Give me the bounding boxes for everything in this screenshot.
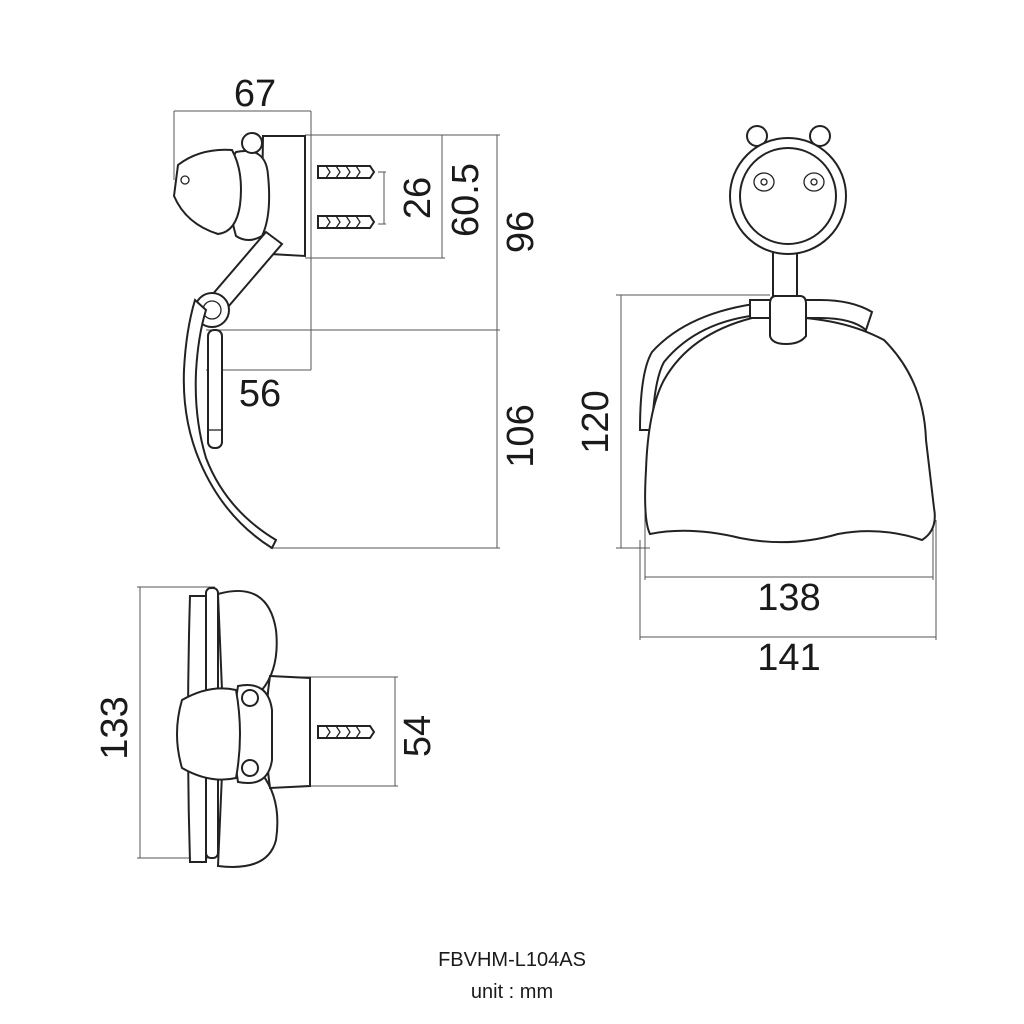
dim-label-anchor-spacing: 26 bbox=[397, 177, 439, 219]
head-snout bbox=[172, 148, 242, 236]
top-ear-upper bbox=[241, 689, 259, 707]
dim-label-overall-width: 141 bbox=[757, 637, 820, 679]
top-lobe-lower bbox=[216, 773, 279, 868]
mount-hole-right bbox=[803, 172, 825, 192]
head-ear bbox=[241, 132, 263, 154]
unit-note: unit : mm bbox=[471, 981, 553, 1003]
side-view: 67 26 60.5 96 56 106 bbox=[172, 73, 542, 550]
hinge-block bbox=[769, 295, 807, 346]
dim-label-top-to-arm: 96 bbox=[500, 211, 542, 253]
roll-spindle bbox=[207, 329, 223, 449]
dim-label-cover-height: 106 bbox=[500, 404, 542, 467]
top-snout bbox=[176, 687, 241, 781]
top-ear-lower bbox=[241, 759, 259, 777]
side-cover bbox=[182, 298, 278, 550]
top-lobe-upper bbox=[216, 589, 278, 691]
dim-label-plate-depth: 54 bbox=[397, 715, 439, 757]
dim-label-cover-width: 138 bbox=[757, 577, 820, 619]
top-view: 133 54 bbox=[94, 586, 439, 868]
dim-label-arm-depth: 56 bbox=[239, 373, 281, 415]
front-cover bbox=[644, 315, 936, 544]
wall-anchors bbox=[317, 165, 376, 229]
top-wall-anchor bbox=[317, 725, 376, 739]
head-ring-inner bbox=[739, 147, 837, 245]
dim-label-overall-length: 133 bbox=[94, 696, 136, 759]
front-ear-right bbox=[809, 125, 831, 147]
dim-label-overall-height: 120 bbox=[575, 390, 617, 453]
dim-label-depth-total: 67 bbox=[234, 73, 276, 115]
dim-label-plate-height: 60.5 bbox=[445, 163, 487, 237]
model-number: FBVHM-L104AS bbox=[438, 949, 586, 971]
snout-nostril bbox=[180, 175, 190, 185]
front-view: 120 138 141 bbox=[575, 125, 937, 679]
mount-hole-left bbox=[753, 172, 775, 192]
